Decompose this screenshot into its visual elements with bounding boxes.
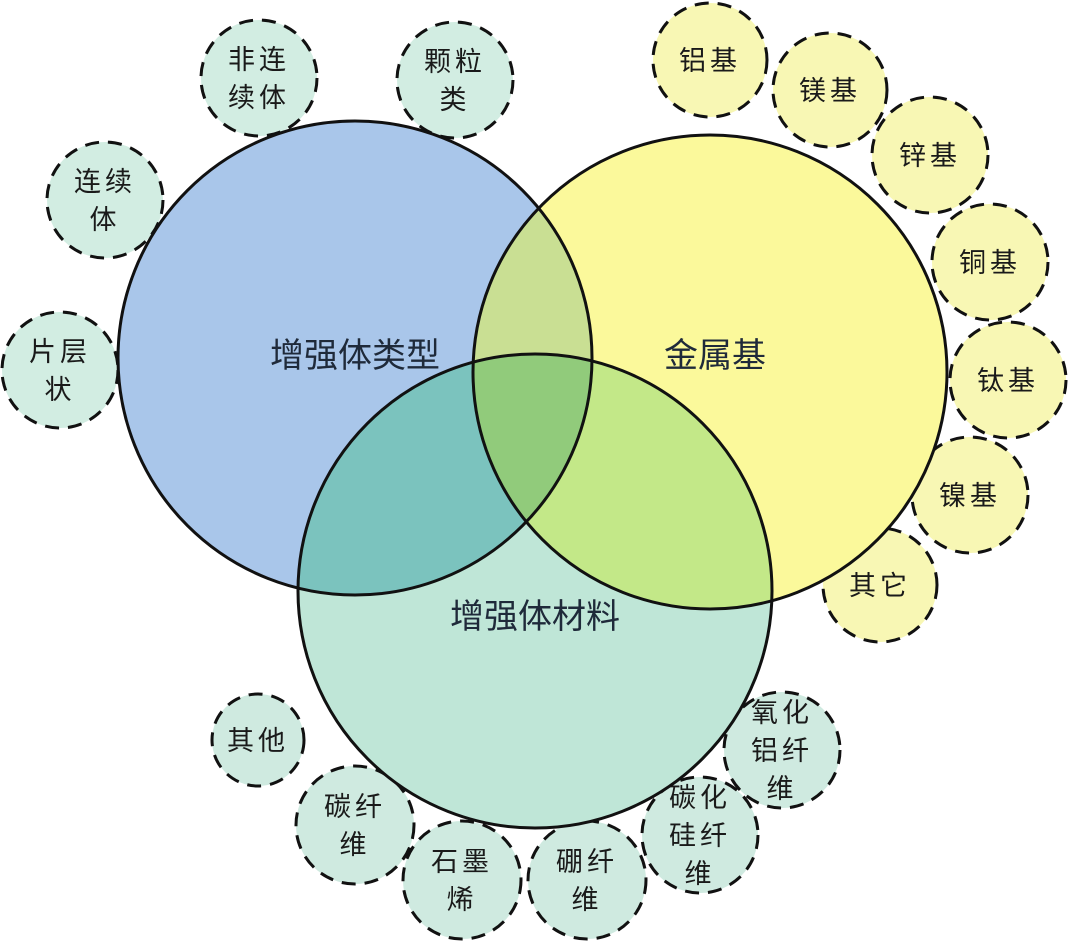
metal-matrix-satellite: 镍基 [910,435,1030,555]
satellite-label: 维 [340,830,371,861]
satellite-label: 维 [685,859,716,890]
satellite-label: 石墨 [431,847,493,878]
satellite-circle [930,202,1050,322]
satellite-label: 碳化 [669,783,731,814]
reinforcement-material-satellite: 碳纤维 [294,764,416,886]
satellite-label: 其他 [227,726,289,757]
satellite-circle [526,819,648,941]
satellite-circle [294,764,416,886]
reinforcement-type-label: 增强体类型 [270,336,440,376]
satellite-label: 颗粒 [424,47,486,78]
satellite-label: 锌基 [899,141,961,172]
satellite-label: 硼纤 [556,847,618,878]
satellite-circle [651,1,769,119]
satellite-label: 其它 [849,571,911,602]
satellite-label: 维 [572,885,603,916]
satellite-circle [210,692,306,788]
satellite-circle [199,18,319,138]
satellite-label: 烯 [447,885,478,916]
metal-matrix-satellite: 铝基 [651,1,769,119]
satellite-circle [948,320,1068,440]
satellite-label: 片层 [29,337,91,368]
reinforcement-material-satellite: 其他 [210,692,306,788]
satellite-label: 维 [767,774,798,805]
satellite-label: 镍基 [939,481,1001,512]
metal-matrix-satellite: 镁基 [771,31,889,149]
metal-matrix-satellite: 锌基 [870,95,990,215]
satellite-label: 氧化 [751,698,813,729]
satellite-label: 铝基 [679,46,741,77]
metal-matrix-satellite: 钛基 [948,320,1068,440]
satellite-circle [771,31,889,149]
reinforcement-type-satellite: 片层状 [0,310,120,430]
satellite-circle [640,775,760,895]
reinforcement-type-satellite: 连续体 [45,140,165,260]
satellite-circle [45,140,165,260]
satellite-label: 镁基 [799,76,861,107]
satellite-label: 类 [440,85,471,116]
satellite-label: 续体 [228,83,290,114]
reinforcement-material-satellite: 石墨烯 [401,819,523,941]
reinforcement-type-satellite: 颗粒类 [395,20,515,140]
satellite-circle [395,20,515,140]
metal-matrix-outline [471,133,949,611]
metal-matrix-satellite: 铜基 [930,202,1050,322]
reinforcement-material-outline [296,352,774,830]
satellite-circle [910,435,1030,555]
satellite-label: 铜基 [959,248,1021,279]
satellite-circle [401,819,523,941]
satellite-circle [870,95,990,215]
reinforcement-material-satellite: 硼纤维 [526,819,648,941]
satellite-label: 硅纤 [669,821,731,852]
satellite-label: 非连 [228,45,290,76]
satellite-label: 碳纤 [324,792,386,823]
satellite-label: 状 [45,375,76,406]
reinforcement-type-outline [116,119,594,597]
satellite-label: 体 [90,205,121,236]
reinforcement-material-label: 增强体材料 [450,597,620,637]
satellite-circle [0,310,120,430]
metal-matrix-label: 金属基 [664,336,766,376]
satellite-circle [722,690,842,810]
satellite-label: 连续 [74,167,136,198]
satellite-label: 钛基 [977,366,1039,397]
satellite-label: 铝纤 [751,736,813,767]
